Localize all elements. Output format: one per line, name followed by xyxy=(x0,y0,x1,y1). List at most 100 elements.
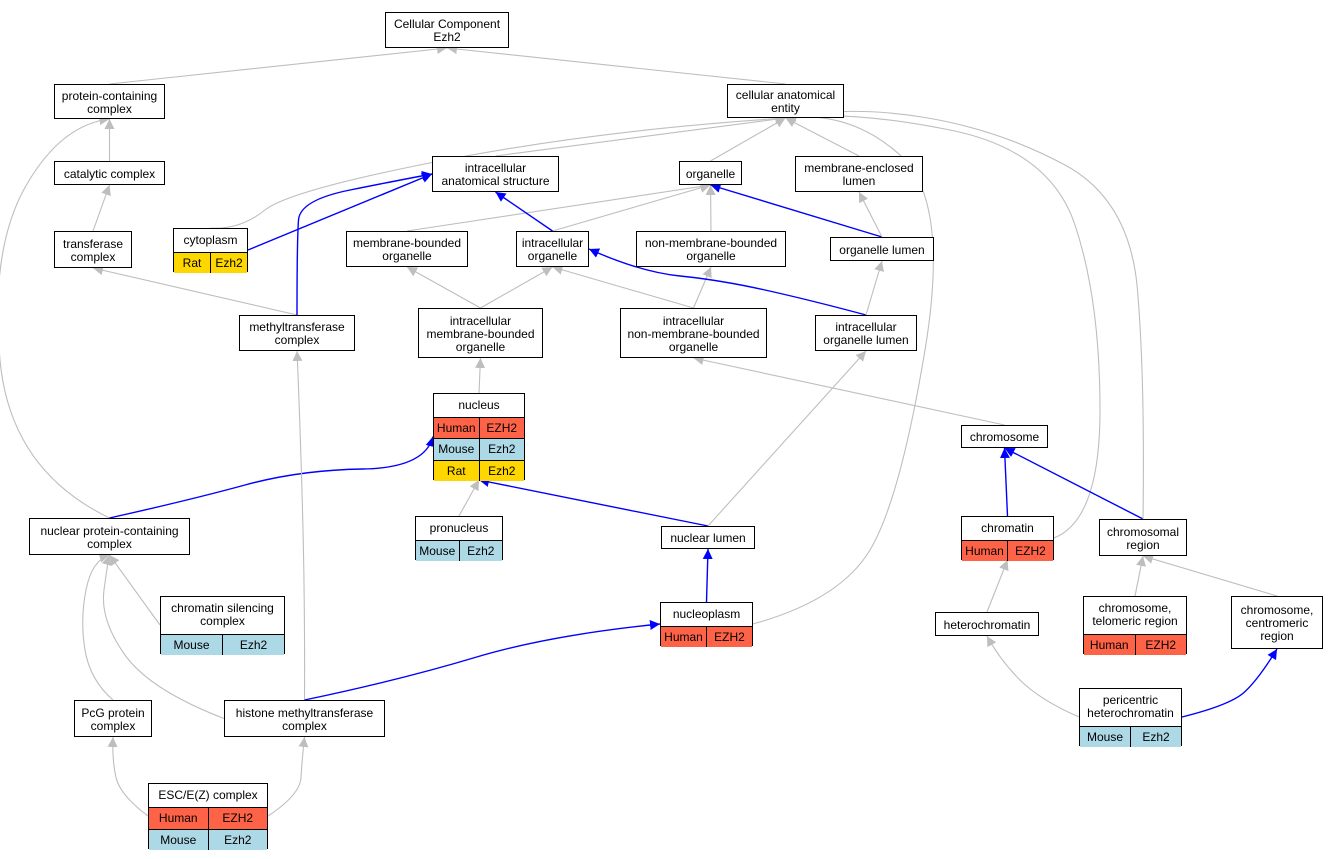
species-cell: Mouse xyxy=(416,540,459,561)
edge-ol-to-mel xyxy=(858,191,883,238)
node-label: cellular anatomical entity xyxy=(735,88,836,115)
node-label: histone methyltransferase complex xyxy=(235,705,374,733)
edge-csc-to-npcc xyxy=(109,554,161,626)
node-label: Cellular Component Ezh2 xyxy=(393,17,501,44)
node-label: pronucleus xyxy=(429,520,489,535)
edge-inmbo-to-nmbo xyxy=(692,266,712,309)
node-inmbo[interactable]: intracellular non-membrane-bounded organ… xyxy=(620,308,767,358)
edge-het-to-chrm xyxy=(986,559,1009,613)
species-cell: Human xyxy=(434,417,479,438)
node-label: membrane-bounded organelle xyxy=(352,236,462,263)
edge-phc-to-ccr xyxy=(1181,648,1278,718)
edge-hmtc-to-npcc xyxy=(101,554,225,720)
edge-hmtc-to-mtc xyxy=(292,350,306,701)
edge-iol-to-io xyxy=(588,248,867,316)
edge-iol-to-ol xyxy=(865,260,884,316)
edge-cyt-to-cae xyxy=(210,113,786,229)
edge-io-to-ias xyxy=(495,191,553,232)
edge-ccr-to-chrg xyxy=(1142,554,1278,597)
node-chr[interactable]: chromosome xyxy=(961,425,1048,448)
edge-cae-to-cc xyxy=(446,44,786,85)
node-label: intracellular organelle xyxy=(521,236,584,263)
node-het[interactable]: heterochromatin xyxy=(935,612,1039,636)
node-ol[interactable]: organelle lumen xyxy=(830,237,934,261)
edge-pro-to-nuc xyxy=(458,479,480,517)
node-label: nuclear lumen xyxy=(670,531,746,545)
node-label: chromatin xyxy=(981,520,1034,535)
edge-trc-to-cat xyxy=(92,184,111,232)
edge-np-to-nl xyxy=(702,548,713,603)
gene-cell: EZH2 xyxy=(478,417,524,438)
gene-cell: EZH2 xyxy=(1007,540,1053,561)
node-label: chromatin silencing complex xyxy=(171,601,274,629)
species-cell: Rat xyxy=(434,460,479,481)
node-ccr[interactable]: chromosome, centromeric region xyxy=(1231,596,1323,649)
species-cell: Mouse xyxy=(434,439,479,460)
node-label: nucleoplasm xyxy=(672,606,741,621)
node-label: protein-containing complex xyxy=(61,88,158,116)
node-mtc[interactable]: methyltransferase complex xyxy=(239,315,355,351)
node-label: chromosome, centromeric region xyxy=(1240,603,1314,643)
node-npcc[interactable]: nuclear protein-containing complex xyxy=(29,518,190,555)
gene-cell: EZH2 xyxy=(706,626,752,647)
species-cell: Mouse xyxy=(149,829,208,850)
node-nmbo[interactable]: non-membrane-bounded organelle xyxy=(636,231,786,267)
node-label: intracellular organelle lumen xyxy=(823,320,909,347)
node-label: organelle lumen xyxy=(839,242,925,257)
node-label: cytoplasm xyxy=(183,232,238,247)
edge-ias-to-cae xyxy=(495,114,786,157)
node-imbo[interactable]: intracellular membrane-bounded organelle xyxy=(418,308,543,358)
node-nl[interactable]: nuclear lumen xyxy=(661,526,755,549)
edge-pcg-to-npcc xyxy=(82,552,114,701)
node-label: organelle xyxy=(685,166,736,181)
gene-cell: Ezh2 xyxy=(458,540,502,561)
species-cell: Human xyxy=(1084,634,1135,655)
node-label: catalytic complex xyxy=(63,166,156,181)
node-cae[interactable]: cellular anatomical entity xyxy=(727,84,844,118)
node-mel[interactable]: membrane-enclosed lumen xyxy=(795,156,923,192)
edge-hmtc-to-np xyxy=(304,620,661,701)
node-label: intracellular membrane-bounded organelle xyxy=(426,313,535,354)
node-ias[interactable]: intracellular anatomical structure xyxy=(432,156,559,192)
node-label: methyltransferase complex xyxy=(249,320,345,347)
edge-org-to-cae xyxy=(710,117,786,162)
node-io[interactable]: intracellular organelle xyxy=(516,231,589,267)
node-chrg[interactable]: chromosomal region xyxy=(1099,519,1187,556)
node-label: nucleus xyxy=(458,397,500,412)
species-cell: Human xyxy=(149,808,208,829)
node-hmtc[interactable]: histone methyltransferase complex xyxy=(224,700,385,737)
node-cat[interactable]: catalytic complex xyxy=(54,161,165,185)
edge-mbo-to-org xyxy=(406,181,711,232)
edge-chrm-to-chr xyxy=(999,447,1010,517)
edge-mel-to-cae xyxy=(785,117,860,157)
node-iol[interactable]: intracellular organelle lumen xyxy=(815,315,917,351)
edge-esc-to-pcg xyxy=(107,736,149,817)
node-cc[interactable]: Cellular Component Ezh2 xyxy=(385,12,509,48)
node-trc[interactable]: transferase complex xyxy=(54,231,132,268)
node-pcc[interactable]: protein-containing complex xyxy=(54,84,165,119)
edge-ctr-to-chrg xyxy=(1134,555,1146,597)
gene-cell: Ezh2 xyxy=(1130,726,1181,747)
gene-cell: Ezh2 xyxy=(478,439,524,460)
node-org[interactable]: organelle xyxy=(679,161,742,185)
node-mbo[interactable]: membrane-bounded organelle xyxy=(346,231,468,267)
node-label: intracellular non-membrane-bounded organ… xyxy=(627,313,760,354)
node-pcg[interactable]: PcG protein complex xyxy=(74,700,152,737)
